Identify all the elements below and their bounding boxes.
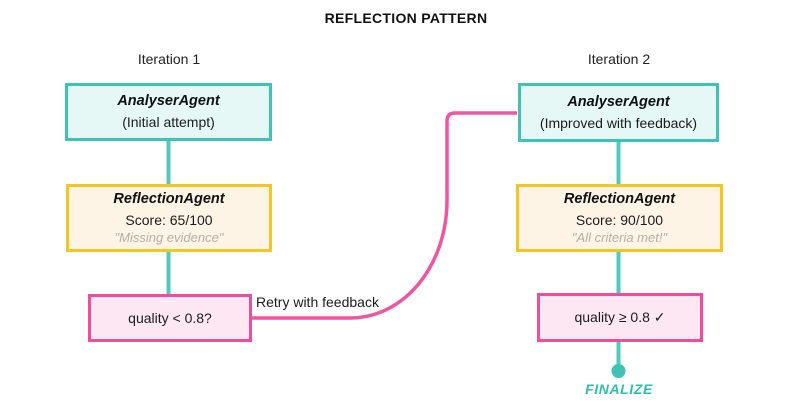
reflection-agent-quote: "All criteria met!" [571, 230, 668, 246]
reflection-agent-score: Score: 65/100 [125, 211, 213, 228]
reflection-agent-quote: "Missing evidence" [114, 230, 224, 246]
analyser-agent-subtitle: (Improved with feedback) [539, 114, 698, 131]
quality-check-box-iteration-1: quality < 0.8? [88, 294, 252, 342]
retry-feedback-path [252, 111, 517, 320]
reflection-agent-box-iteration-1: ReflectionAgent Score: 65/100 "Missing e… [66, 184, 272, 252]
reflection-agent-name: ReflectionAgent [563, 190, 676, 207]
analyser-agent-name: AnalyserAgent [117, 93, 220, 110]
finalize-dot [611, 364, 626, 378]
analyser-agent-box-iteration-2: AnalyserAgent (Improved with feedback) [518, 83, 719, 142]
quality-check-label: quality < 0.8? [128, 310, 212, 326]
quality-check-label: quality ≥ 0.8 ✓ [574, 309, 666, 325]
reflection-agent-name: ReflectionAgent [113, 190, 225, 207]
retry-with-feedback-label: Retry with feedback [256, 294, 379, 310]
iteration-1-label: Iteration 1 [137, 51, 201, 67]
analyser-agent-subtitle: (Initial attempt) [122, 114, 215, 131]
analyser-agent-name: AnalyserAgent [567, 93, 670, 110]
diagram-title: REFLECTION PATTERN [324, 10, 488, 26]
quality-check-box-iteration-2: quality ≥ 0.8 ✓ [537, 293, 703, 342]
reflection-agent-box-iteration-2: ReflectionAgent Score: 90/100 "All crite… [516, 184, 723, 252]
analyser-agent-box-iteration-1: AnalyserAgent (Initial attempt) [65, 83, 272, 141]
reflection-agent-score: Score: 90/100 [575, 211, 664, 228]
iteration-2-label: Iteration 2 [587, 51, 651, 67]
finalize-label: FINALIZE [585, 381, 653, 397]
